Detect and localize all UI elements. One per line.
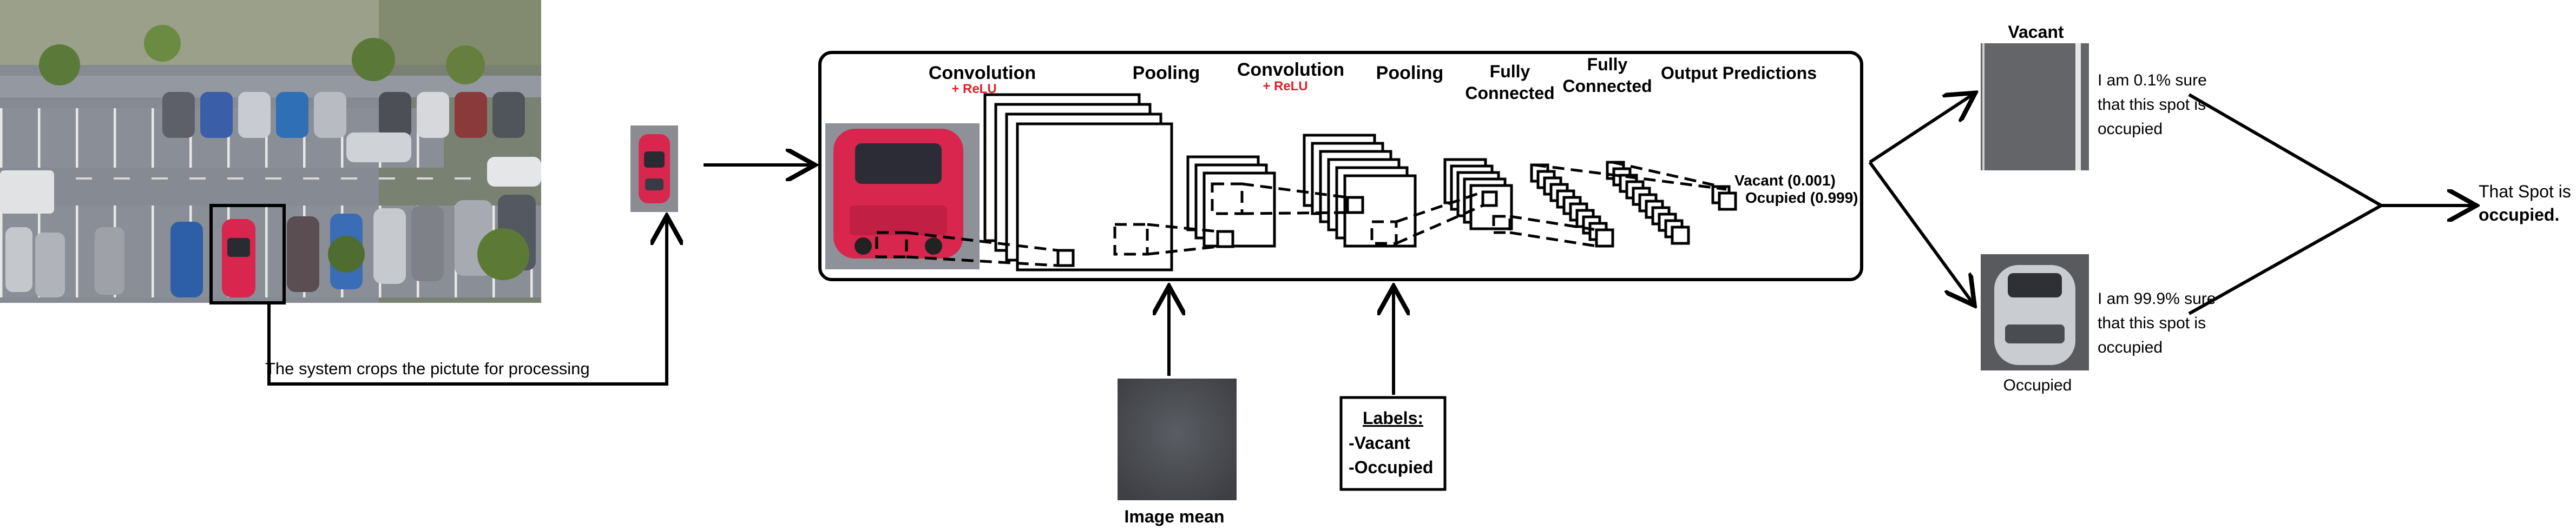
labels-title: Labels: xyxy=(1363,408,1423,428)
output-vacant-score: Vacant (0.001) xyxy=(1734,172,1836,189)
vacant-text-line2: that this spot is xyxy=(2098,96,2206,114)
branch-arrow-vacant xyxy=(1869,95,1973,164)
conclusion-line2: occupied. xyxy=(2479,205,2559,224)
crop-caption: The system crops the pictute for process… xyxy=(265,359,590,378)
crop-path-arrow xyxy=(267,219,667,386)
occupied-text-line3: occupied xyxy=(2098,339,2163,356)
image-mean-thumbnail xyxy=(1118,379,1237,500)
receptive-field-connectors xyxy=(875,161,1727,267)
layer-label-pooling-1: Pooling xyxy=(1133,63,1200,83)
occupied-title: Occupied xyxy=(2003,376,2072,394)
conv1-feature-maps xyxy=(983,93,1173,271)
layer-label-convolution-2: Convolution xyxy=(1237,59,1344,80)
result-branches xyxy=(1868,95,1973,303)
conclusion-line1: That Spot is xyxy=(2479,182,2571,201)
image-mean-label: Image mean xyxy=(1125,507,1225,526)
occupied-spot-thumbnail xyxy=(1981,254,2089,370)
fc2-units xyxy=(1606,161,1690,245)
parked-cars xyxy=(0,92,541,297)
labels-item-vacant: -Vacant xyxy=(1349,433,1410,453)
vacant-text-line3: occupied xyxy=(2098,120,2163,138)
occupied-text-line1: I am 99.9% sure xyxy=(2098,290,2216,308)
labels-box xyxy=(1339,396,1447,491)
cropped-car-thumbnail xyxy=(630,125,678,212)
layer-label-pooling-2: Pooling xyxy=(1376,63,1444,83)
labels-item-occupied: -Occupied xyxy=(1349,458,1433,477)
layer-label-fc2-line1: Fully xyxy=(1587,55,1628,74)
occupied-text-line2: that this spot is xyxy=(2098,314,2206,332)
layer-label-convolution-1: Convolution xyxy=(929,63,1036,83)
crop-selection-box xyxy=(209,204,286,304)
layer-label-fc1-line1: Fully xyxy=(1490,62,1530,81)
cnn-input-image xyxy=(825,123,980,269)
branch-arrow-occupied xyxy=(1868,161,1973,303)
cnn-layer-labels: Convolution + ReLU Pooling Convolution +… xyxy=(929,55,1817,103)
vacant-title: Vacant xyxy=(2008,22,2064,42)
vacant-text-line1: I am 0.1% sure xyxy=(2098,71,2207,89)
relu-label-2: + ReLU xyxy=(1263,79,1307,94)
layer-label-fc2-line2: Connected xyxy=(1562,76,1652,96)
layer-label-output: Output Predictions xyxy=(1661,63,1817,83)
output-occupied-score: Ocupied (0.999) xyxy=(1745,189,1858,206)
pool1-feature-maps xyxy=(1186,155,1276,248)
crop-path: The system crops the pictute for process… xyxy=(265,219,667,386)
layer-label-fc1-line2: Connected xyxy=(1465,83,1554,103)
vacant-spot-thumbnail xyxy=(1981,43,2089,170)
conclusion-connectors xyxy=(2188,93,2473,315)
fc1-units xyxy=(1530,163,1614,248)
conv2-feature-maps xyxy=(1303,134,1417,248)
cnn-container xyxy=(818,51,1863,281)
parking-lot-photo xyxy=(0,0,541,304)
